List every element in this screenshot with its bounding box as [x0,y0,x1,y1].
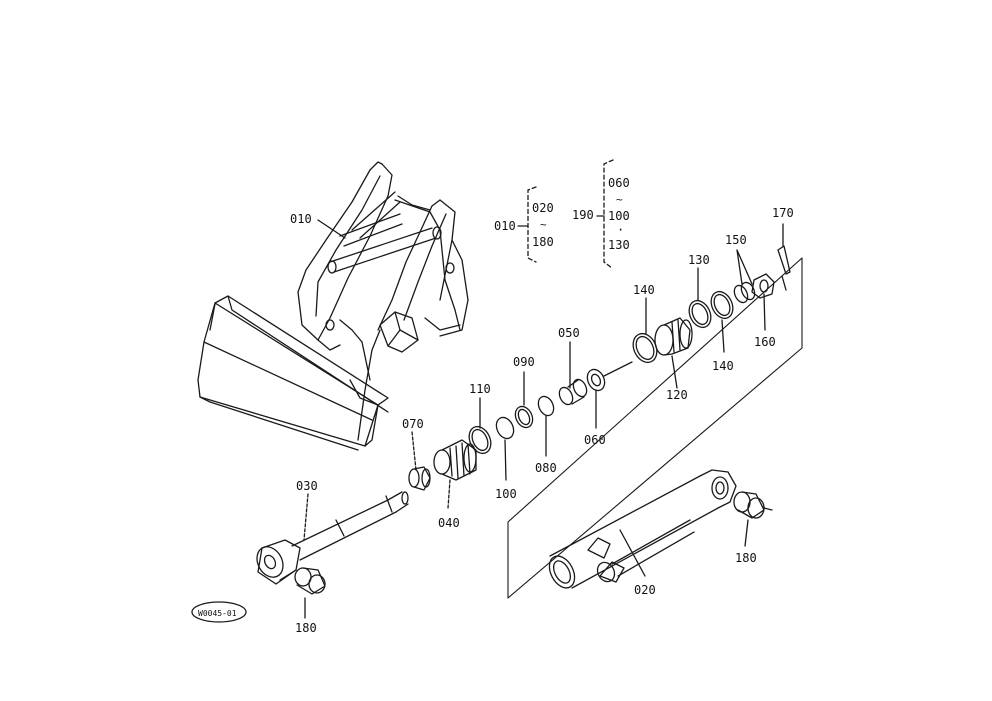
label-010: 010 [290,212,312,226]
leader-030 [303,493,309,541]
group-190-head: 190 [572,208,594,222]
label-020: 020 [634,583,656,597]
group-190-last: 130 [608,238,630,252]
part-leaders [447,223,784,509]
label-080: 080 [535,461,557,475]
drawing-ref-stamp [191,601,247,623]
label-110: 110 [469,382,491,396]
label-150: 150 [725,233,747,247]
loader-frame-drawing [197,161,469,451]
label-180-left: 180 [295,621,317,635]
label-140-upper: 140 [633,283,655,297]
cylinder-parts-drawing [408,245,791,491]
label-140-lower: 140 [712,359,734,373]
group-190-middle: 100 [608,209,630,223]
label-130: 130 [688,253,710,267]
group-010-range-mark: ~ [540,218,547,231]
label-070: 070 [402,417,424,431]
group-brackets [527,159,614,269]
label-100: 100 [495,487,517,501]
label-120: 120 [666,388,688,402]
cylinder-tube-drawing [507,257,803,599]
label-050: 050 [558,326,580,340]
label-170: 170 [772,206,794,220]
leader-020 [619,529,646,577]
leader-180b [744,519,749,547]
group-190-range-mark: ~ [616,193,623,206]
piston-rod-drawing [256,491,409,595]
drawing-ref-text: W0045-01 [198,609,237,618]
leader-070 [411,431,417,471]
group-190-dot: · [617,223,625,237]
group-010-first: 020 [532,201,554,215]
group-190-first: 060 [608,176,630,190]
label-090: 090 [513,355,535,369]
label-060: 060 [584,433,606,447]
leader-010 [317,219,346,239]
group-010-head: 010 [494,219,516,233]
group-010-last: 180 [532,235,554,249]
label-180-right: 180 [735,551,757,565]
label-040: 040 [438,516,460,530]
label-160: 160 [754,335,776,349]
label-030: 030 [296,479,318,493]
